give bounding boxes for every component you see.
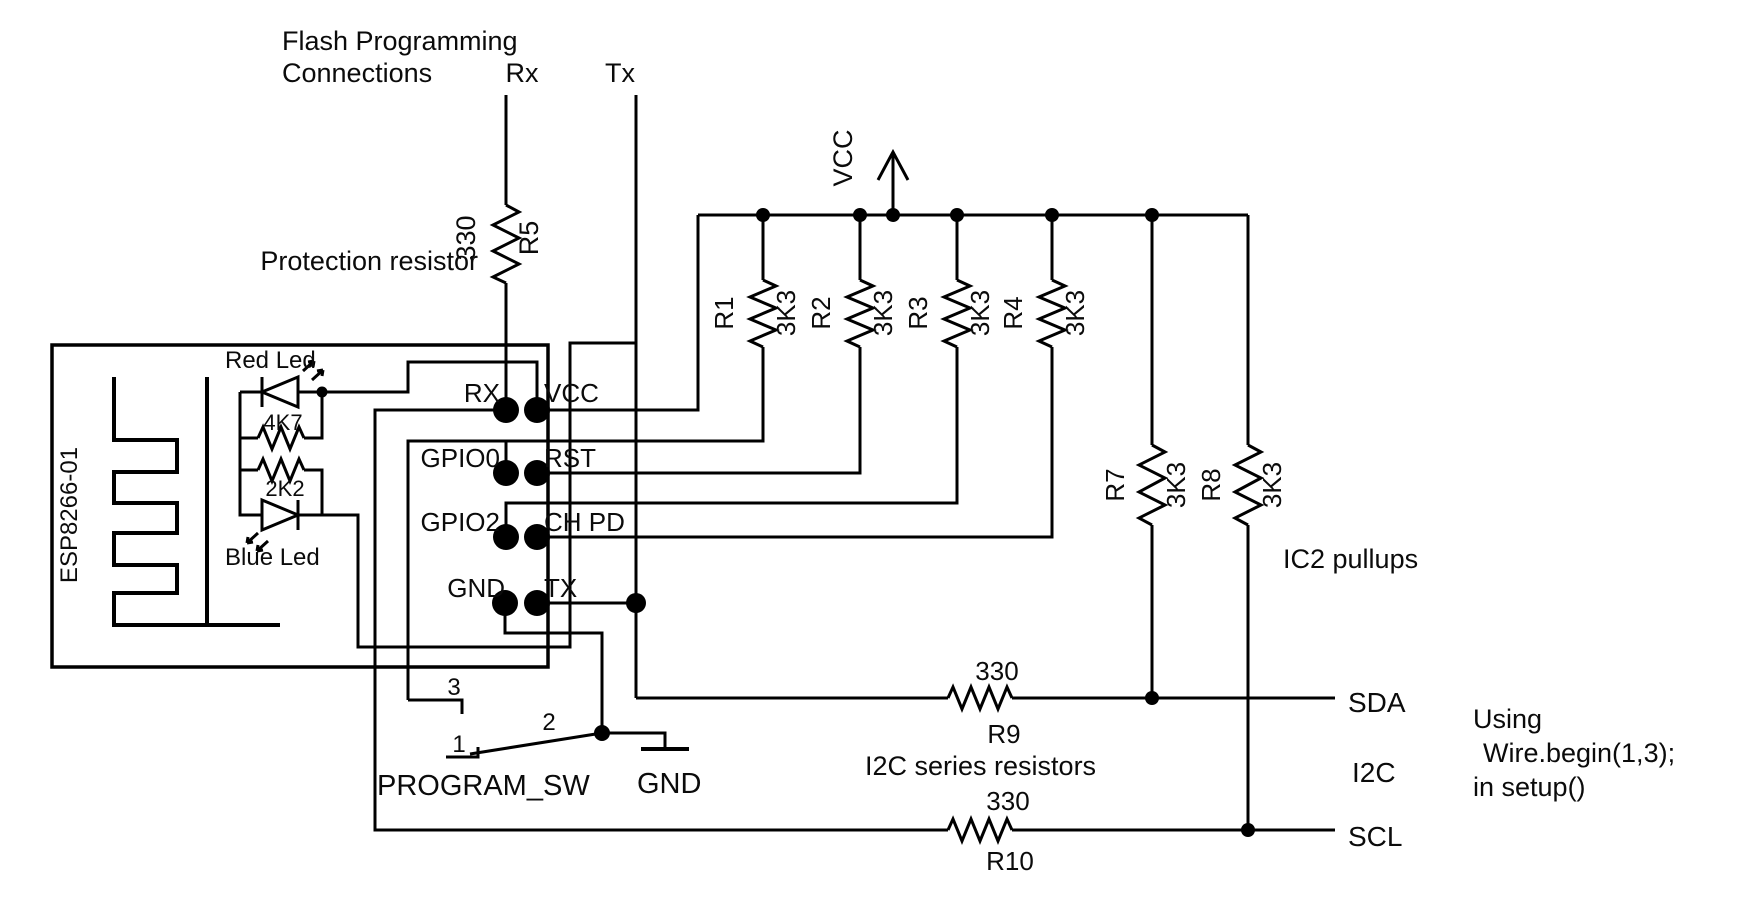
pin-label-tx: TX [544,573,577,603]
r1-r4-top-leads [761,215,1054,280]
blue-led-label: Blue Led [225,544,320,571]
pin-dot-rst [524,460,550,486]
junction-rail-r3 [950,208,964,222]
ic2-pullups-label: IC2 pullups [1283,544,1418,574]
resistor-r10-symbol [946,817,1014,843]
tx-programming-label: Tx [605,58,635,88]
r8-value: 3K3 [1257,462,1287,508]
gnd-symbol-label: GND [637,768,701,800]
r-2k2-label: 2K2 [265,476,304,501]
pin-dot-gpio0 [493,460,519,486]
scl-label: SCL [1348,821,1402,852]
r-4k7-label: 4K7 [263,410,302,435]
red-led-triangle [258,374,300,410]
blue-led-triangle [260,497,302,533]
blue-led-to-tx-wire [298,341,636,649]
junction-rail-r2 [853,208,867,222]
r3-ref: R3 [903,296,933,329]
pin-label-gnd: GND [447,573,505,603]
r9-ref: R9 [987,719,1020,749]
i2c-series-label: I2C series resistors [865,751,1096,781]
rst-wire [537,347,862,475]
pin-dot-gnd [492,590,518,616]
r1-ref: R1 [709,296,739,329]
pin-label-rst: RST [544,443,596,473]
vcc-label: VCC [828,129,858,186]
tx-pin-wire [537,601,638,698]
junction-rail-r7 [1145,208,1159,222]
title-line2: Connections [282,58,432,88]
antenna-meander [112,377,280,627]
resistor-r9-symbol [946,685,1014,711]
r5-ref: R5 [514,221,544,256]
pin-dot-gpio2 [493,524,519,550]
r2-ref: R2 [806,296,836,329]
pin-dot-rx [493,397,519,423]
junction-rail-r1 [756,208,770,222]
pin-dot-chpd [524,524,550,550]
red-led-to-vcc-wire [322,360,539,410]
junction-switch-common [594,725,610,741]
module-name: ESP8266-01 [56,447,83,583]
junction-rail-vcc [886,208,900,222]
gpio2-wire [504,347,959,537]
title-line1: Flash Programming [282,26,518,56]
r5-value: 330 [451,215,481,260]
pin-label-gpio0: GPIO0 [421,443,500,473]
switch-pin3-label: 3 [447,674,460,701]
r1-value: 3K3 [771,290,801,336]
pin-dot-vcc [524,397,550,423]
program-sw-label: PROGRAM_SW [377,770,590,802]
r3-value: 3K3 [965,290,995,336]
switch-pin2-label: 2 [542,709,555,736]
sda-label: SDA [1348,687,1406,718]
r4-ref: R4 [998,296,1028,329]
r2-value: 3K3 [868,290,898,336]
switch-lever [469,731,603,756]
blue-led-light-arrows [245,531,270,553]
r9-value: 330 [975,656,1018,686]
vcc-pin-wire [537,215,700,412]
junction-tx-line [626,593,646,613]
r-2k2-loop [238,438,324,517]
pin-label-vcc: VCC [544,378,599,408]
note-line1: Using [1473,704,1542,734]
r7-ref: R7 [1100,468,1130,501]
i2c-label: I2C [1352,757,1396,788]
r8-ref: R8 [1196,468,1226,501]
r4-value: 3K3 [1060,290,1090,336]
gnd-symbol-wire [602,731,667,749]
red-led-light-arrows [301,359,325,382]
junction-scl-r8 [1241,823,1255,837]
switch-pin1-label: 1 [452,731,465,758]
r10-ref: R10 [986,846,1034,876]
r10-value: 330 [986,786,1029,816]
chpd-wire [537,347,1054,539]
junction-rail-r4 [1045,208,1059,222]
pin-label-rx: RX [464,378,500,408]
pin-label-chpd: CH PD [544,507,625,537]
protection-resistor-label: Protection resistor [260,246,478,276]
note-line2: Wire.begin(1,3); [1483,738,1675,768]
note-line3: in setup() [1473,772,1586,802]
gnd-pin-wire [503,603,604,733]
r7-value: 3K3 [1161,462,1191,508]
rx-to-scl-wire [373,408,1335,832]
pin-dot-tx [524,590,550,616]
junction-red-led [316,386,328,398]
red-led-label: Red Led [225,347,316,374]
switch-pin1-contact [446,747,480,759]
rx-programming-label: Rx [506,58,539,88]
junction-sda-r7 [1145,691,1159,705]
esp8266-module-box [50,343,550,669]
pin-label-gpio2: GPIO2 [421,507,500,537]
vcc-arrow [876,148,910,215]
